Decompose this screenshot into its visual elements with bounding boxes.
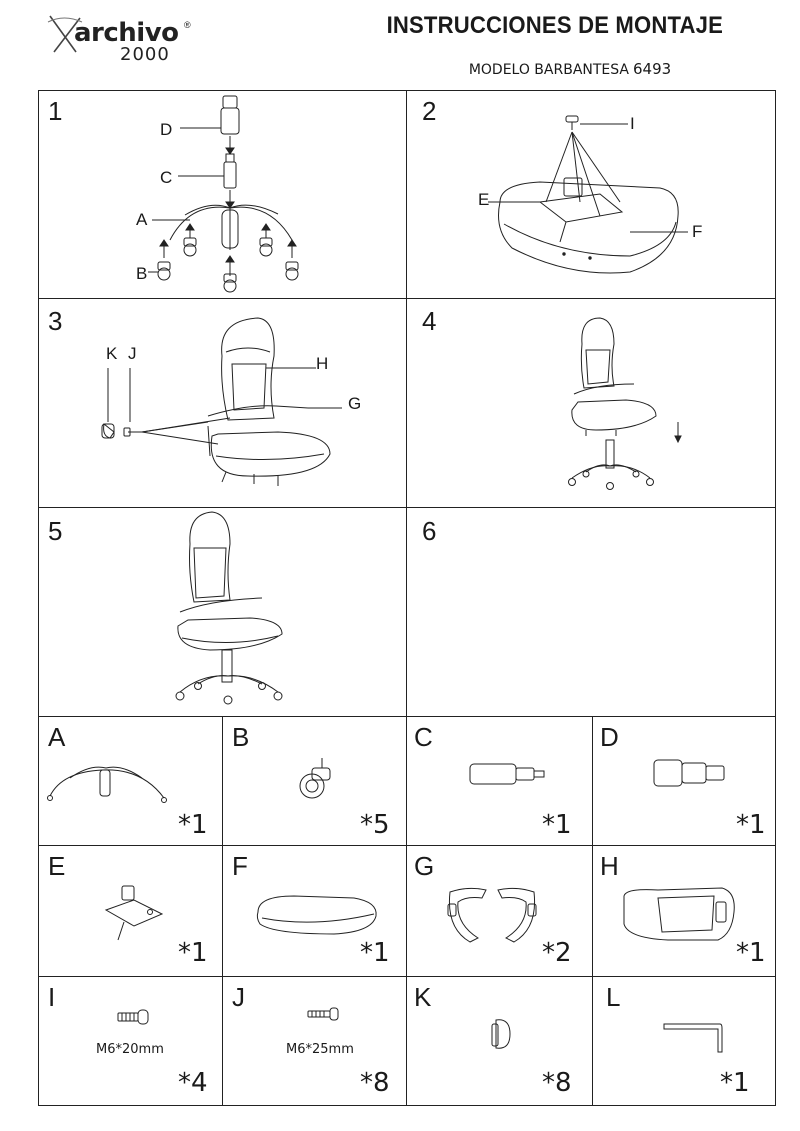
step-number: 1 [48, 96, 63, 126]
grid-divider [38, 507, 776, 508]
model-label: MODELO BARBANTESA [468, 62, 629, 78]
callout-label: F [692, 222, 703, 241]
part-letter: L [606, 982, 621, 1012]
grid-divider [38, 298, 776, 299]
part-quantity: *4 [178, 1068, 208, 1098]
logo-wordmark: archivo [74, 18, 179, 48]
grid-divider [406, 90, 407, 716]
gas-cylinder-icon [468, 762, 552, 786]
part-quantity: *1 [178, 938, 208, 968]
bolt-long-icon [306, 1006, 342, 1022]
part-quantity: *5 [360, 810, 390, 840]
callout-label: I [630, 114, 635, 133]
instruction-grid [38, 90, 776, 1106]
step-number: 5 [48, 516, 63, 546]
callout-label: E [478, 190, 490, 209]
part-letter: H [600, 851, 619, 881]
part-spec: M6*25mm [286, 1042, 354, 1057]
grid-divider [38, 716, 776, 717]
grid-divider [222, 716, 223, 1106]
part-quantity: *2 [542, 938, 572, 968]
armrest-backrest-illustration [98, 306, 358, 496]
part-quantity: *8 [542, 1068, 572, 1098]
seat-mechanism-illustration [480, 106, 690, 282]
part-letter: I [48, 982, 56, 1012]
callout-label: H [316, 354, 329, 373]
step-number: 3 [48, 306, 63, 336]
model-number: 6493 [633, 60, 672, 78]
part-letter: J [232, 982, 245, 1012]
part-letter: A [48, 722, 66, 752]
part-letter: F [232, 851, 248, 881]
part-quantity: *8 [360, 1068, 390, 1098]
backrest-icon [618, 884, 738, 944]
assembled-chair-illustration [170, 508, 300, 708]
callout-label: D [160, 120, 173, 139]
gas-cover-icon [652, 758, 728, 788]
callout-label: C [160, 168, 173, 187]
part-quantity: *1 [360, 938, 390, 968]
part-letter: C [414, 722, 433, 752]
brand-logo: archivo ® 2000 [46, 12, 196, 65]
step-number: 6 [422, 516, 437, 546]
seat-to-base-illustration [556, 314, 696, 494]
logo-registered-mark: ® [184, 20, 191, 30]
part-letter: G [414, 851, 435, 881]
step-number: 2 [422, 96, 437, 126]
part-letter: E [48, 851, 66, 881]
allen-key-icon [662, 1020, 726, 1056]
callout-label: B [136, 264, 148, 283]
part-spec: M6*20mm [96, 1042, 164, 1057]
page-title: INSTRUCCIONES DE MONTAJE [386, 12, 724, 39]
logo-number: 2000 [120, 44, 170, 65]
part-letter: B [232, 722, 250, 752]
step-number: 4 [422, 306, 437, 336]
grid-divider [38, 976, 776, 977]
callout-label: G [348, 394, 362, 413]
callout-label: K [106, 344, 118, 363]
armrests-icon [442, 884, 542, 944]
part-quantity: *1 [736, 938, 766, 968]
part-quantity: *1 [178, 810, 208, 840]
callout-label: A [136, 210, 148, 229]
cap-nut-icon [490, 1016, 514, 1052]
part-letter: D [600, 722, 619, 752]
part-quantity: *1 [542, 810, 572, 840]
part-quantity: *1 [736, 810, 766, 840]
grid-divider [592, 716, 593, 1106]
logo-x-icon [47, 15, 83, 53]
mechanism-plate-icon [104, 884, 164, 942]
base-assembly-illustration [130, 90, 330, 296]
grid-divider [406, 716, 407, 1106]
part-quantity: *1 [720, 1068, 750, 1098]
seat-cushion-icon [254, 892, 380, 936]
part-letter: K [414, 982, 432, 1012]
callout-label: J [128, 344, 137, 363]
caster-wheel-icon [294, 756, 334, 802]
base-star-icon [46, 756, 170, 806]
grid-divider [38, 845, 776, 846]
bolt-short-icon [116, 1008, 152, 1026]
